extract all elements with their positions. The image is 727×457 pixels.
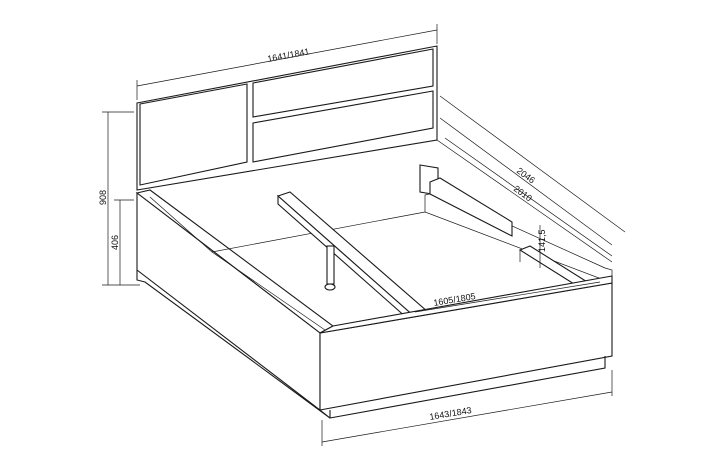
dim-headboard-width: 1641/1841 xyxy=(267,46,311,64)
dimension-lines xyxy=(102,24,626,446)
dim-inner-length: 2010 xyxy=(512,184,534,204)
dim-rail-height: 141,5 xyxy=(537,229,547,252)
dim-frame-height: 406 xyxy=(110,235,120,250)
dim-outer-width: 1643/1843 xyxy=(429,405,473,422)
dim-total-height: 908 xyxy=(98,190,108,205)
headboard xyxy=(136,45,438,191)
footboard xyxy=(319,275,613,419)
dim-outer-length: 2046 xyxy=(515,166,537,186)
